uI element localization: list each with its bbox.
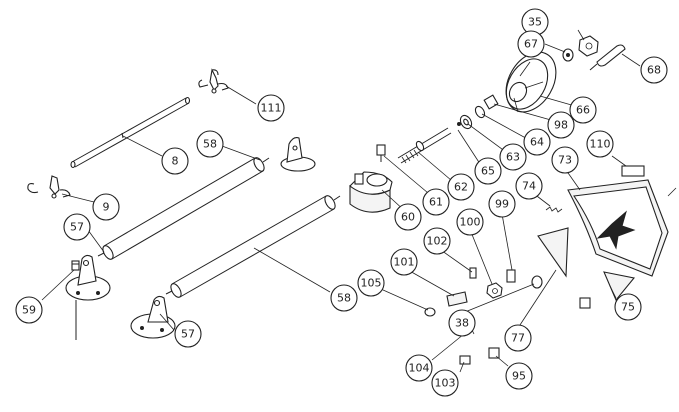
callout-110-label: 110	[590, 138, 611, 151]
callout-61-label: 61	[429, 196, 443, 209]
screw-part-61	[376, 144, 386, 162]
callout-99: 99	[488, 190, 516, 218]
callout-98: 98	[547, 111, 575, 139]
callout-101: 101	[390, 248, 418, 276]
pin-part-99	[506, 269, 516, 283]
callout-58-lower: 58	[330, 284, 358, 312]
washer-part-67	[562, 48, 574, 62]
callout-77-label: 77	[511, 332, 525, 345]
roller-stand-part-57-left	[65, 254, 111, 340]
screw-part-59	[71, 260, 80, 271]
callout-102: 102	[423, 227, 451, 255]
shaft-part-8	[70, 96, 191, 169]
callout-8: 8	[161, 147, 189, 175]
bolt-near-part-75	[579, 297, 591, 309]
screw-part-103	[459, 355, 471, 365]
callout-59-label: 59	[22, 304, 36, 317]
callout-63: 63	[499, 143, 527, 171]
pin-part-102	[469, 267, 477, 279]
spring-part-74	[545, 206, 563, 213]
bracket-part-101	[446, 291, 468, 307]
shaft-part-62	[397, 122, 461, 164]
callout-100-label: 100	[460, 216, 481, 229]
callout-38: 38	[448, 309, 476, 337]
callout-9-label: 9	[103, 201, 110, 214]
clip-part-9	[27, 175, 71, 199]
callout-101-label: 101	[394, 256, 415, 269]
callout-73: 73	[551, 146, 579, 174]
callout-73-label: 73	[558, 154, 572, 167]
callout-67: 67	[517, 30, 545, 58]
callout-95: 95	[505, 362, 533, 390]
callout-60-label: 60	[401, 211, 415, 224]
knob-part-38	[531, 275, 543, 289]
callout-95-label: 95	[512, 370, 526, 383]
screw-part-95	[488, 347, 500, 359]
callout-57-lower-label: 57	[181, 328, 195, 341]
bracket-part-60	[349, 171, 393, 213]
callout-38-label: 38	[455, 317, 469, 330]
collar-part-98	[483, 94, 499, 110]
callout-66-label: 66	[576, 104, 590, 117]
callout-110: 110	[586, 130, 614, 158]
callout-74-label: 74	[522, 180, 536, 193]
callout-57-left-label: 57	[70, 221, 84, 234]
roller-part-58-lower	[165, 195, 341, 298]
callout-103-label: 103	[435, 377, 456, 390]
callout-75-label: 75	[621, 301, 635, 314]
callout-67-label: 67	[524, 38, 538, 51]
callout-59: 59	[15, 296, 43, 324]
callout-104: 104	[405, 354, 433, 382]
callout-58-upper: 58	[196, 130, 224, 158]
bushing-part-64	[474, 105, 486, 119]
callout-111: 111	[257, 94, 285, 122]
nut-part-35	[578, 35, 599, 57]
callout-58-lower-label: 58	[337, 292, 351, 305]
guard-part-77	[537, 227, 569, 278]
callout-62: 62	[447, 173, 475, 201]
callout-105-label: 105	[361, 277, 382, 290]
housing-part-73	[567, 179, 677, 277]
callout-74: 74	[515, 172, 543, 200]
callout-35: 35	[521, 8, 549, 36]
callout-66: 66	[569, 96, 597, 124]
callout-62-label: 62	[454, 181, 468, 194]
callout-68-label: 68	[647, 64, 661, 77]
callout-68: 68	[640, 56, 668, 84]
callout-60: 60	[394, 203, 422, 231]
callout-61: 61	[422, 188, 450, 216]
callout-64: 64	[523, 128, 551, 156]
clip-part-111	[198, 68, 229, 94]
roller-stand-part-57-lower	[130, 295, 176, 339]
callout-9: 9	[92, 193, 120, 221]
callout-104-label: 104	[409, 362, 430, 375]
callout-63-label: 63	[506, 151, 520, 164]
callout-58-upper-label: 58	[203, 138, 217, 151]
callout-65: 65	[474, 157, 502, 185]
callout-103: 103	[431, 369, 459, 397]
callout-100: 100	[456, 208, 484, 236]
callout-77: 77	[504, 324, 532, 352]
callout-105: 105	[357, 269, 385, 297]
callout-35-label: 35	[528, 16, 542, 29]
leader-lines	[41, 29, 641, 373]
callout-75: 75	[614, 293, 642, 321]
nut-part-100	[486, 282, 503, 299]
roller-stand-upper-right	[280, 137, 316, 172]
callout-57-lower: 57	[174, 320, 202, 348]
callout-64-label: 64	[530, 136, 544, 149]
callout-98-label: 98	[554, 119, 568, 132]
callout-65-label: 65	[481, 165, 495, 178]
callout-111-label: 111	[261, 102, 282, 115]
callout-99-label: 99	[495, 198, 509, 211]
callout-57-left: 57	[63, 213, 91, 241]
callout-102-label: 102	[427, 235, 448, 248]
washer-part-63	[459, 114, 473, 130]
handle-part-68	[589, 44, 626, 71]
roller-part-58-upper	[97, 157, 270, 260]
label-plate-part-110	[621, 165, 645, 177]
callout-8-label: 8	[172, 155, 179, 168]
